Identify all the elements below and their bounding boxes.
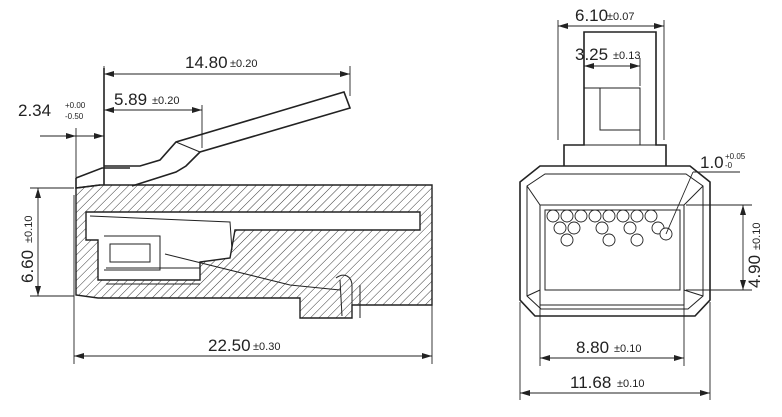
dim-offset-tol-plus: +0.00 — [65, 101, 86, 110]
front-view: 6.10 ±0.07 3.25 ±0.13 1.0 +0.05 -0 4.90 … — [519, 6, 764, 400]
dim-latch-gap-tol: ±0.20 — [152, 95, 179, 107]
side-cavity — [85, 211, 421, 281]
dim-opening-width-value: 8.80 — [576, 338, 609, 357]
dim-opening-height-tol: ±0.10 — [751, 223, 763, 250]
side-latch — [103, 68, 352, 187]
dim-latch-inner-value: 3.25 — [575, 45, 608, 64]
dim-contact-tol-minus: -0 — [725, 161, 733, 170]
dim-height-tol: ±0.10 — [23, 216, 35, 243]
front-housing — [519, 165, 711, 317]
dim-contact-tol-plus: +0.05 — [725, 152, 746, 161]
dim-contact-value: 1.0 — [700, 153, 724, 172]
dim-opening-width-tol: ±0.10 — [614, 343, 641, 355]
dim-opening-height-value: 4.90 — [745, 255, 764, 288]
dim-total-width-value: 11.68 — [570, 373, 611, 392]
contact-wires — [546, 209, 673, 247]
dim-latch-inner-tol: ±0.13 — [613, 50, 640, 62]
dim-latch-gap-value: 5.89 — [114, 90, 147, 109]
dim-latch-width-value: 6.10 — [575, 6, 608, 25]
dim-offset-tol-minus: -0.50 — [65, 112, 84, 121]
dim-length-value: 22.50 — [208, 336, 251, 355]
dim-latch-value: 14.80 — [185, 53, 228, 72]
dim-latch-tol: ±0.20 — [230, 58, 257, 70]
side-view: 22.50 ±0.30 14.80 ±0.20 5.89 ±0.20 2.34 … — [18, 53, 433, 364]
dim-height-value: 6.60 — [18, 250, 37, 283]
dim-latch-width-tol: ±0.07 — [607, 11, 634, 23]
front-opening — [539, 204, 685, 306]
dim-total-width-tol: ±0.10 — [617, 378, 644, 390]
dim-length-tol: ±0.30 — [253, 341, 280, 353]
dim-offset-value: 2.34 — [18, 101, 51, 120]
front-latch — [563, 31, 667, 166]
